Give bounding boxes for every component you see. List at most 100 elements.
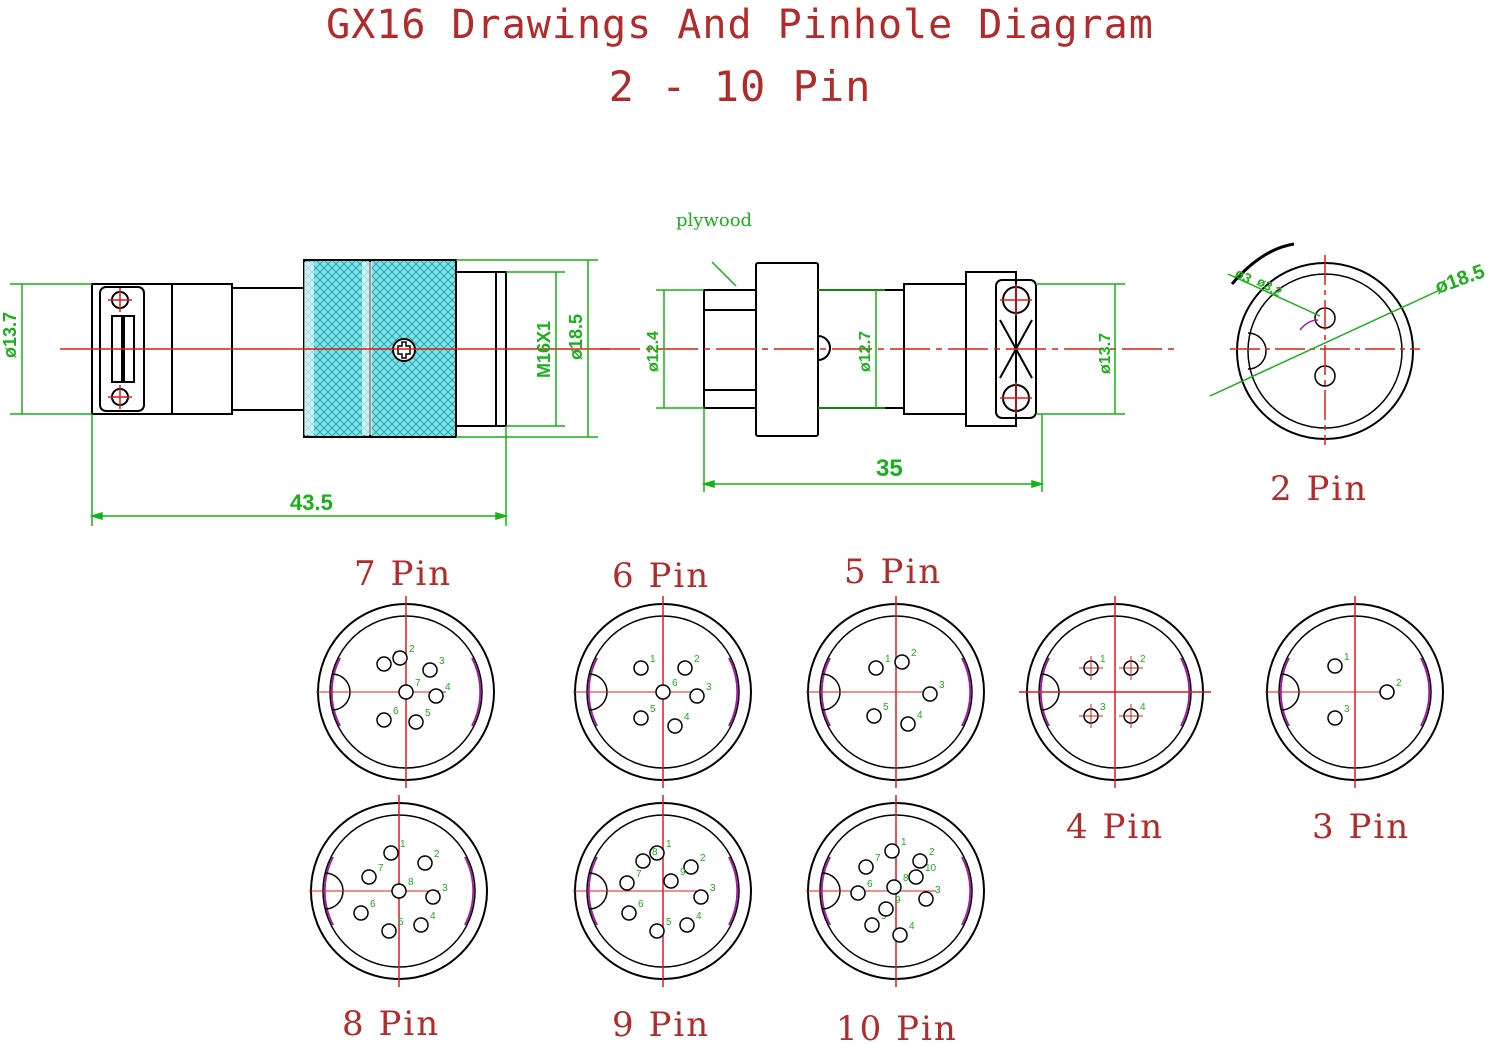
end-dia-pin-label: ø3 xyxy=(1233,265,1255,287)
pin-hole xyxy=(900,716,916,732)
pin-number: 4 xyxy=(696,911,702,922)
pin-hole xyxy=(425,889,441,905)
socket-screw-centerlines xyxy=(1000,284,1032,414)
pin-hole xyxy=(619,875,635,891)
face-key-arc-right xyxy=(961,856,972,926)
socket-note-label: plywood xyxy=(676,210,752,231)
pin-hole xyxy=(677,660,693,676)
pin-hole xyxy=(850,885,866,901)
pin-number: 5 xyxy=(883,702,889,713)
pin-number: 3 xyxy=(935,885,941,896)
pin-hole xyxy=(649,845,665,861)
pin-number: 6 xyxy=(638,899,644,910)
pin-number: 1 xyxy=(901,837,907,848)
pin-hole xyxy=(649,923,665,939)
label-5-pin: 5 Pin xyxy=(844,552,942,592)
label-8-pin: 8 Pin xyxy=(342,1004,440,1044)
pin-hole xyxy=(884,843,900,859)
label-2-pin: 2 Pin xyxy=(1270,469,1368,509)
pin-number: 2 xyxy=(700,853,706,864)
pin-number: 3 xyxy=(710,883,716,894)
pin-number: 3 xyxy=(1100,702,1106,713)
diagram-subtitle: 2 - 10 Pin xyxy=(608,62,872,111)
end-dia-pin2-label: ø3.2 xyxy=(1255,274,1285,300)
pin-number: 9 xyxy=(895,895,901,906)
pin-number: 1 xyxy=(666,839,672,850)
pin-number: 8 xyxy=(652,847,658,858)
pin-number: 3 xyxy=(1344,704,1350,715)
pin-hole xyxy=(908,869,924,885)
pin-hole xyxy=(417,855,433,871)
pin-hole xyxy=(663,873,679,889)
pin-hole xyxy=(413,917,429,933)
pin-hole xyxy=(892,927,908,943)
pin-faces: 1234567123456123451234123123456781234567… xyxy=(309,596,1444,987)
pin-number: 1 xyxy=(400,839,406,850)
pin-hole xyxy=(422,662,438,678)
face-key-arc-right xyxy=(728,856,739,926)
label-9-pin: 9 Pin xyxy=(612,1005,710,1044)
plug-dia-left-label: ø13.7 xyxy=(0,312,20,358)
face-key-arc-right xyxy=(471,657,482,727)
pin-hole xyxy=(1327,710,1343,726)
pin-hole xyxy=(858,859,874,875)
pin-number: 2 xyxy=(911,648,917,659)
pin-hole xyxy=(912,853,928,869)
pin-hole xyxy=(693,889,709,905)
label-4-pin: 4 Pin xyxy=(1066,807,1164,847)
pin-hole xyxy=(679,917,695,933)
plug-screw-centerlines xyxy=(108,288,132,409)
label-7-pin: 7 Pin xyxy=(354,554,452,594)
face-key-arc-right xyxy=(961,657,972,727)
pin-hole xyxy=(866,708,882,724)
pin-hole xyxy=(391,883,407,899)
pin-number: 6 xyxy=(370,899,376,910)
socket-dia-b-label: ø12.7 xyxy=(857,331,874,372)
pin-number: 1 xyxy=(885,654,891,665)
pin-hole xyxy=(408,714,424,730)
pin-number: 3 xyxy=(439,656,445,667)
pin-number: 4 xyxy=(684,712,690,723)
pin-number: 5 xyxy=(425,708,431,719)
pin-number: 1 xyxy=(650,654,656,665)
pin-hole xyxy=(894,654,910,670)
pin-number: 4 xyxy=(445,682,451,693)
pin-number: 1 xyxy=(1100,654,1106,665)
pin-number: 3 xyxy=(706,682,712,693)
pin-hole xyxy=(689,688,705,704)
socket-dia-a-label: ø12.4 xyxy=(645,331,662,372)
pin-number: 10 xyxy=(925,863,937,874)
pin-number: 2 xyxy=(1396,678,1402,689)
pin-hole xyxy=(683,859,699,875)
plug-dia-outer-label: ø18.5 xyxy=(566,314,586,360)
pin-number: 2 xyxy=(929,847,935,858)
pin-hole xyxy=(376,656,392,672)
pin-number: 2 xyxy=(434,849,440,860)
pin-number: 5 xyxy=(398,917,404,928)
pin-number: 3 xyxy=(442,883,448,894)
pin-hole xyxy=(633,710,649,726)
pin-hole xyxy=(667,718,683,734)
pin-number: 7 xyxy=(415,678,421,689)
pin-number: 6 xyxy=(867,879,873,890)
pin-number: 2 xyxy=(409,644,415,655)
pin-number: 4 xyxy=(1140,702,1146,713)
pin-hole xyxy=(1379,684,1395,700)
pin-number: 4 xyxy=(430,911,436,922)
plug-dimensions xyxy=(10,259,598,526)
pin-hole xyxy=(922,686,938,702)
pin-hole xyxy=(918,891,934,907)
label-6-pin: 6 Pin xyxy=(612,556,710,596)
pin-number: 8 xyxy=(903,873,909,884)
pin-number: 5 xyxy=(666,917,672,928)
pin-hole xyxy=(878,901,894,917)
pin-hole xyxy=(392,650,408,666)
socket-dimensions xyxy=(656,261,1125,492)
diagram-title: GX16 Drawings And Pinhole Diagram xyxy=(326,2,1154,48)
